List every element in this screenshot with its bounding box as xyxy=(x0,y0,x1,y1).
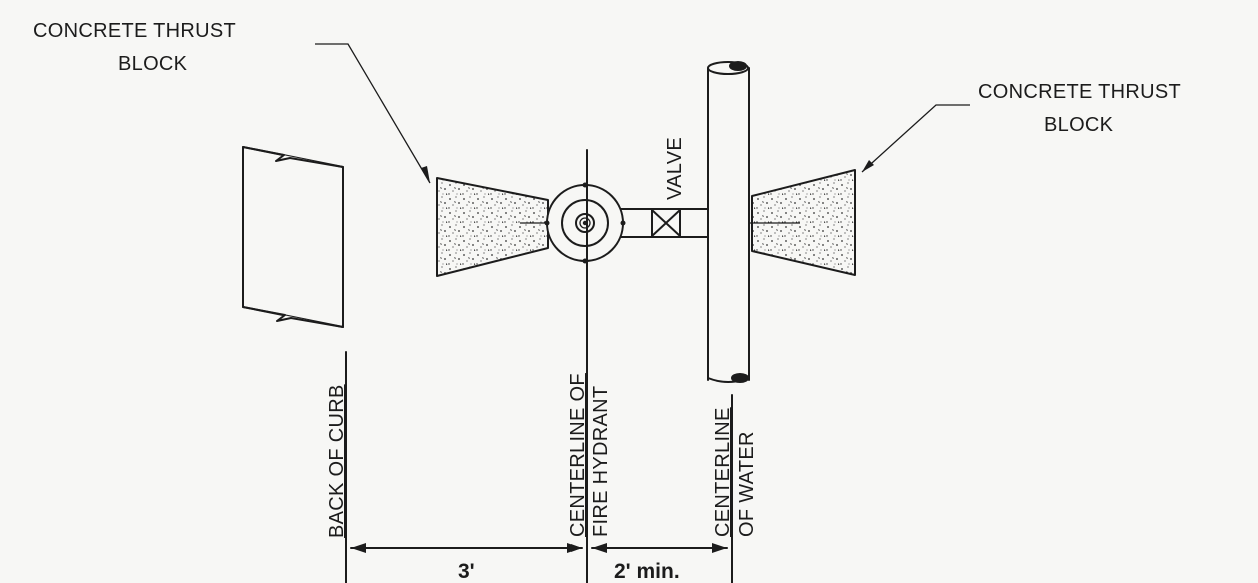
water-centerline-label-line1: CENTERLINE xyxy=(712,407,734,537)
right-thrust-block-label-line2: BLOCK xyxy=(1044,114,1114,136)
leader-right xyxy=(861,104,970,173)
right-thrust-block-label-line1: CONCRETE THRUST xyxy=(978,81,1181,103)
water-centerline-label-line2: OF WATER xyxy=(736,431,758,537)
left-thrust-block-label-line2: BLOCK xyxy=(118,53,188,75)
left-thrust-block-label-line1: CONCRETE THRUST xyxy=(33,20,236,42)
left-thrust-block xyxy=(436,177,549,277)
valve-label: VALVE xyxy=(664,137,686,200)
leader-left xyxy=(315,43,431,184)
branch-pipe xyxy=(619,208,709,238)
curb-section xyxy=(242,146,344,328)
back-of-curb-label: BACK OF CURB xyxy=(326,384,348,538)
hydrant-centerline-label-line1: CENTERLINE OF xyxy=(567,373,589,537)
valve-symbol xyxy=(651,209,681,237)
dimension-label-2ft-min: 2' min. xyxy=(614,560,680,583)
water-main-pipe xyxy=(707,61,750,383)
dimension-label-3ft: 3' xyxy=(458,560,475,583)
hydrant-centerline-label-line2: FIRE HYDRANT xyxy=(590,386,612,537)
right-thrust-block xyxy=(751,169,856,276)
fire-hydrant xyxy=(544,182,626,264)
